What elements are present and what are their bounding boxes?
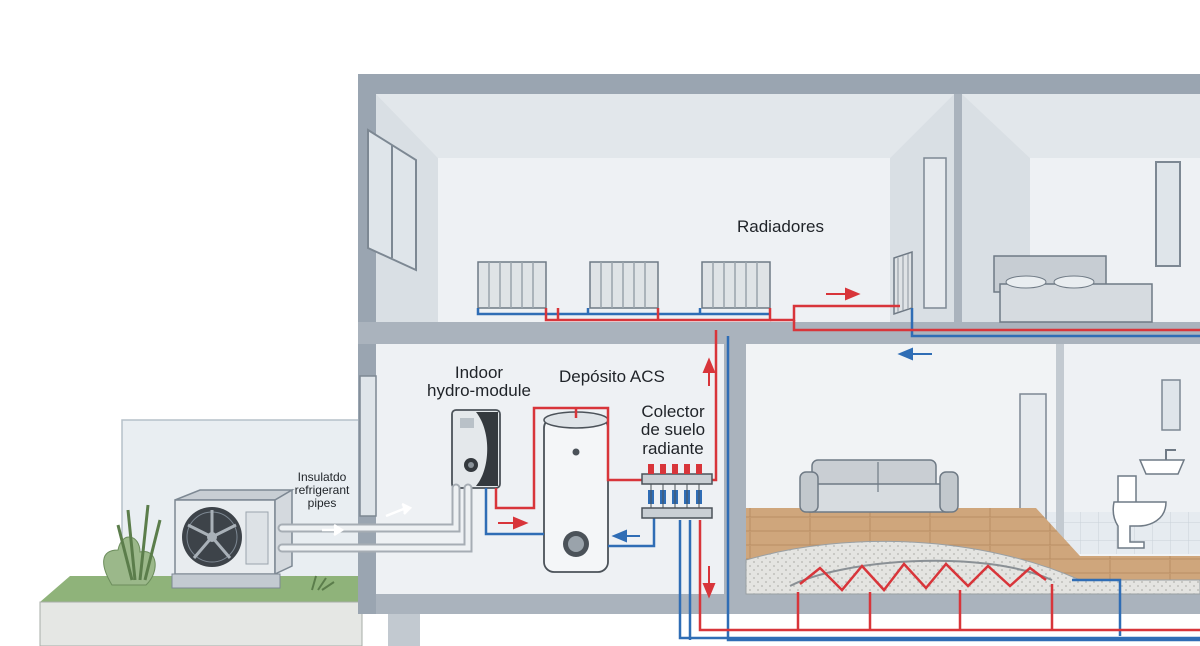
sink-icon (1138, 449, 1186, 475)
label-refrigerant-pipes-line-3: pipes (307, 495, 337, 510)
ground-block (39, 601, 363, 646)
window-icon (367, 128, 1181, 431)
door-icon (359, 157, 1047, 535)
label-manifold-line-3: radiante (642, 438, 704, 458)
label-refrigerant-pipes-line-1: Insulatdo (297, 470, 347, 484)
label-hydro-module: Indoor hydro-module (427, 363, 531, 401)
garden (39, 419, 363, 646)
hot-supply-pipes (494, 304, 1200, 632)
ground-slab (376, 594, 1200, 614)
outdoor-heat-pump-icon (171, 488, 295, 589)
manifold-icon (641, 464, 713, 519)
dhw-tank-icon (543, 411, 609, 573)
label-hydro-module-line-1: Indoor (454, 363, 504, 382)
label-radiators: Radiadores (737, 217, 824, 236)
plant-icon (103, 504, 335, 591)
label-dhw-tank: Depósito ACS (559, 367, 665, 386)
label-manifold-line-2: de suelo (640, 420, 706, 440)
bed-icon (993, 255, 1153, 323)
label-hydro-module-line-2: hydro-module (427, 381, 531, 401)
label-refrigerant-pipes: Insulatdo refrigerant pipes (286, 471, 358, 510)
hydro-module-icon (451, 409, 501, 489)
cold-return-pipes (476, 308, 1200, 642)
label-manifold: Colector de suelo radiante (636, 402, 710, 458)
label-refrigerant-pipes-line-2: refrigerant (294, 482, 350, 497)
radiator-icon (477, 250, 913, 316)
label-manifold-line-1: Colector (641, 402, 705, 421)
toilet-icon (1112, 475, 1167, 549)
underfloor-heating-loops (796, 562, 1054, 630)
sofa-icon (799, 459, 959, 513)
flow-arrow-icon (322, 287, 932, 599)
